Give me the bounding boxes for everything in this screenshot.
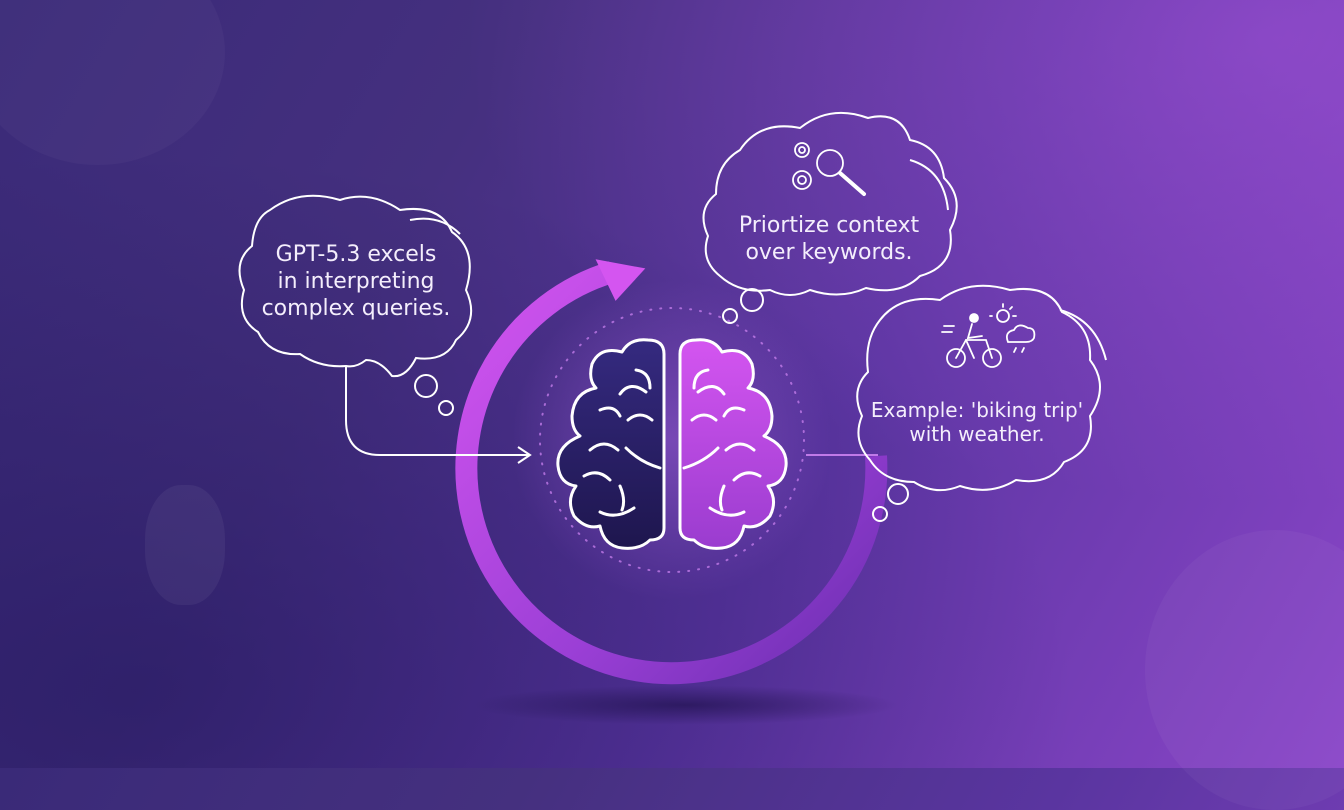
- decorative-circle: [1145, 530, 1344, 810]
- text-line: complex queries.: [261, 295, 451, 321]
- ground-shadow: [470, 685, 900, 725]
- brain-glow: [512, 280, 832, 600]
- thought-bubble-right: [856, 284, 1107, 522]
- cyclist-weather-icon: [941, 303, 1036, 368]
- text-line: GPT-5.3 excels: [275, 242, 437, 267]
- text-line: over keywords.: [745, 239, 913, 265]
- thought-bubble-left: [238, 194, 532, 464]
- text-line: Example: 'biking trip': [870, 398, 1084, 422]
- text-line: with weather.: [909, 422, 1045, 447]
- thought-bubble-top-right: [702, 111, 958, 324]
- text-line: Priortize context: [738, 213, 920, 238]
- circular-arrow-icon: [455, 259, 888, 685]
- dotted-ring: [539, 307, 805, 573]
- top-right-bubble-text: Priortize context over keywords.: [712, 213, 946, 267]
- left-bubble-text: GPT-5.3 excels in interpreting complex q…: [248, 242, 464, 322]
- decorative-orb: [145, 485, 225, 605]
- gears-magnifier-icon: [792, 142, 866, 196]
- brain-icon: [556, 338, 788, 550]
- text-line: in interpreting: [277, 268, 435, 294]
- infographic-canvas: [238, 111, 1107, 685]
- right-bubble-text: Example: 'biking trip' with weather.: [858, 398, 1096, 447]
